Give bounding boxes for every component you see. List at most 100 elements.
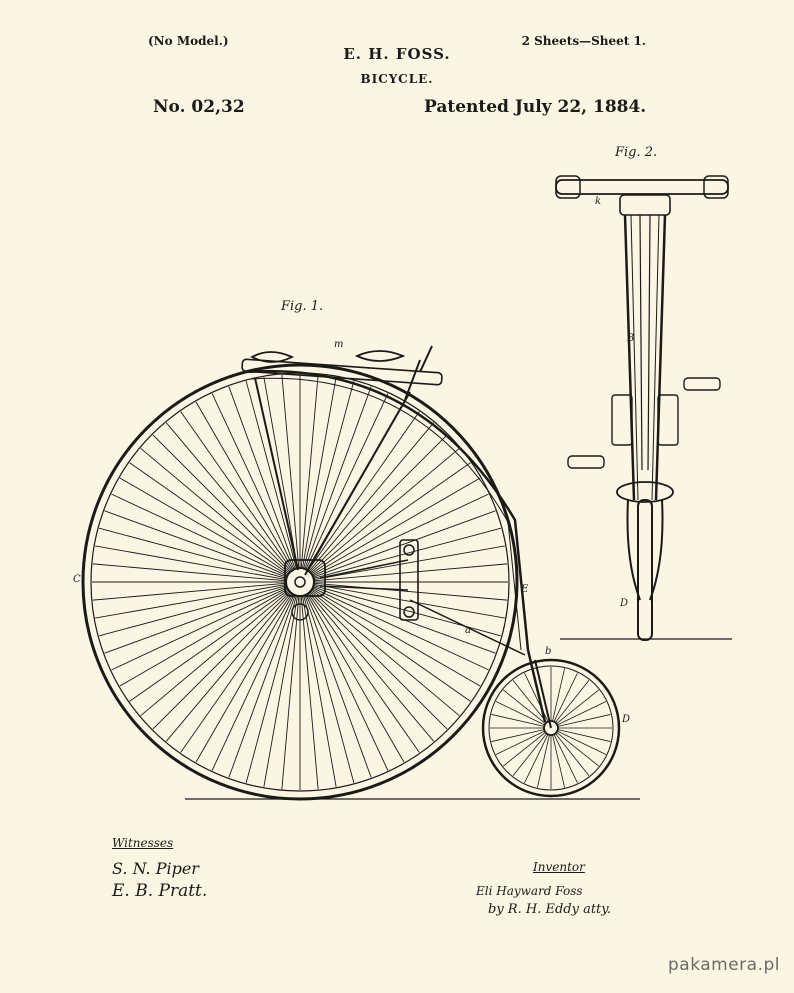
no-model-note: (No Model.): [148, 34, 229, 48]
fork-right: [304, 391, 411, 576]
spoke: [303, 386, 372, 571]
spoke: [555, 731, 599, 767]
spoke: [310, 493, 489, 578]
label-m: m: [334, 339, 344, 350]
spoke: [281, 374, 300, 571]
pedal-rod-upper: [319, 559, 409, 579]
label-b: b: [545, 646, 552, 657]
rear-fork: [534, 659, 552, 729]
spoke: [180, 591, 294, 753]
spoke: [495, 701, 546, 726]
spoke: [311, 510, 496, 579]
rear-saddle: [354, 350, 406, 362]
attorney-signature: by R. H. Eddy atty.: [488, 902, 612, 917]
label-c: C: [73, 574, 81, 585]
spoke: [140, 589, 292, 717]
spoke: [180, 411, 294, 573]
handle-post: [404, 359, 421, 401]
spoke: [245, 593, 298, 784]
fork-left-leg: [623, 214, 636, 501]
spoke: [111, 493, 290, 578]
spoke: [195, 401, 295, 572]
spoke: [553, 733, 578, 784]
pedal-lever: [399, 539, 419, 621]
patent-date: Patented July 22, 1884.: [424, 97, 647, 117]
witness-1-signature: S. N. Piper: [112, 859, 199, 878]
large-wheel-axle: [294, 576, 306, 588]
spoke: [263, 593, 299, 787]
inventor-signature: Eli Hayward Foss: [476, 884, 583, 898]
fork-right-leg: [654, 214, 667, 501]
spoke: [311, 563, 508, 582]
fig2-front-view-drawing: [555, 175, 732, 641]
label-d-fig2: D: [620, 598, 629, 609]
large-wheel-hub: [285, 567, 315, 597]
sheet-count-note: 2 Sheets—Sheet 1.: [521, 34, 646, 48]
fig1-side-view-drawing: [81, 345, 640, 801]
spoke: [302, 593, 355, 784]
spoke: [553, 672, 578, 723]
witness-2-signature: E. B. Pratt.: [112, 881, 208, 901]
spoke: [309, 462, 471, 576]
spoke: [228, 593, 297, 778]
spoke: [245, 380, 298, 571]
spoke: [310, 477, 481, 577]
left-pedal: [567, 455, 605, 469]
spoke: [129, 588, 291, 702]
spoke: [92, 582, 289, 601]
spoke: [537, 733, 551, 788]
spoke: [307, 590, 435, 742]
left-crank-bracket: [611, 394, 633, 446]
spoke: [311, 583, 505, 619]
spoke: [211, 592, 296, 771]
witnesses-label: Witnesses: [112, 836, 174, 850]
center-rod: [639, 214, 643, 471]
spoke: [140, 447, 292, 575]
spoke: [98, 584, 289, 637]
frame-inner-line: [250, 377, 522, 651]
spoke: [555, 689, 599, 725]
spoke: [512, 680, 548, 724]
patent-number: No. 02,32: [153, 97, 245, 117]
spoke: [300, 374, 319, 571]
spoke: [95, 583, 289, 619]
crank-housing: [284, 559, 326, 597]
spoke: [302, 380, 355, 571]
spoke: [309, 588, 471, 702]
spoke: [311, 545, 505, 581]
spoke: [211, 393, 296, 572]
spoke: [306, 411, 420, 573]
fig1-label: Fig. 1.: [281, 299, 324, 314]
spoke: [300, 593, 319, 790]
pedal-rod-lower: [319, 585, 409, 591]
spoke: [311, 584, 502, 637]
small-wheel-spokes: [490, 667, 612, 789]
spoke: [308, 447, 460, 575]
spoke: [152, 434, 292, 574]
right-grip: [703, 175, 729, 199]
spoke: [311, 582, 508, 601]
spoke: [119, 587, 290, 687]
spoke: [308, 589, 460, 717]
watermark: pakamera.pl: [667, 955, 780, 975]
large-wheel-spokes: [92, 374, 508, 790]
left-grip: [555, 175, 581, 199]
spoke: [129, 462, 291, 576]
spoke: [281, 593, 300, 790]
spoke: [551, 733, 565, 788]
spoke: [104, 510, 289, 579]
spoke: [119, 477, 290, 577]
patent-title: BICYCLE.: [360, 72, 434, 86]
spoke: [503, 731, 547, 767]
spoke: [228, 386, 297, 571]
spoke: [512, 732, 548, 776]
spoke: [304, 592, 389, 771]
fig2-label: Fig. 2.: [615, 145, 658, 160]
spoke: [491, 728, 546, 742]
spoke: [305, 592, 405, 763]
spoke: [111, 586, 290, 671]
steering-head: [619, 194, 671, 216]
rear-brace: [409, 599, 526, 656]
spoke: [301, 377, 337, 571]
spoke: [304, 393, 389, 572]
